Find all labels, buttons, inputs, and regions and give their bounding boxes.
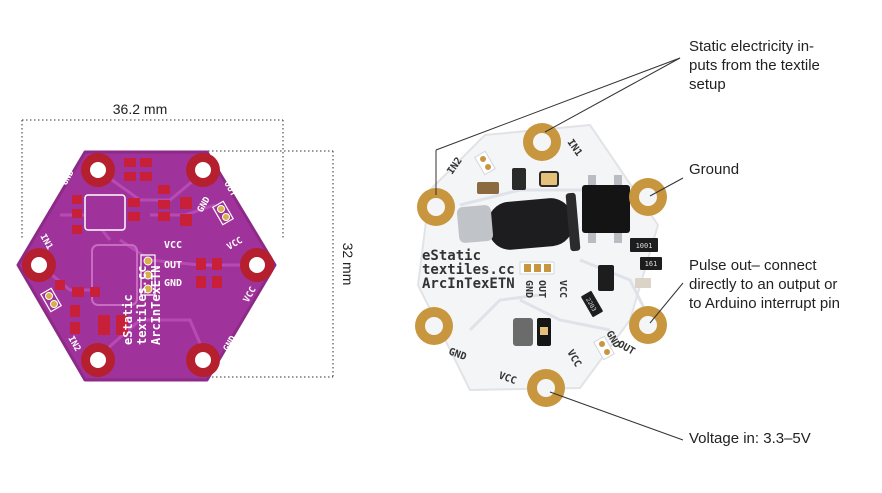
right-large-pads — [415, 123, 667, 407]
right-resistor-1001 — [630, 238, 658, 252]
dimension-height: 32 mm — [200, 150, 356, 378]
right-silk-line-2: textiles.cc — [422, 262, 515, 278]
left-chip-outline — [84, 194, 126, 231]
width-label: 36.2 mm — [113, 101, 167, 117]
callout-static-line-3: setup — [689, 76, 726, 93]
pin-label-out: OUT — [164, 260, 182, 271]
right-silk-line-1: eStatic — [422, 248, 481, 264]
leader-voltage-in — [549, 391, 684, 441]
dimension-width: 36.2 mm — [21, 101, 284, 240]
right-capacitor-1 — [477, 182, 499, 194]
right-pin-out: OUT — [536, 280, 547, 298]
callout-pulse-line-3: to Arduino interrupt pin — [689, 295, 840, 312]
left-small-jumpers — [39, 200, 235, 313]
pin-label-gnd: GND — [164, 278, 182, 289]
right-resistor-2203 — [581, 290, 603, 318]
left-pcb-body — [16, 150, 277, 382]
right-transistor — [598, 265, 614, 291]
right-label-out: OUT — [616, 339, 637, 358]
height-label: 32 mm — [340, 243, 356, 286]
right-ic — [582, 185, 630, 233]
left-board: 36.2 mm 32 mm — [16, 101, 356, 382]
callout-voltage-line-1: Voltage in: 3.3–5V — [689, 430, 811, 447]
right-silk-line-3: ArcInTexETN — [422, 276, 515, 292]
left-silk-line-1: eStatic — [121, 294, 135, 345]
callout-ground: Ground — [689, 160, 739, 179]
left-silk-line-3: ArcInTexETN — [149, 266, 163, 345]
callout-pulse-out: Pulse out– connect directly to an output… — [689, 256, 840, 313]
left-silk-line-2: textiles.cc — [135, 266, 149, 345]
right-pin-vcc: VCC — [557, 280, 568, 298]
leader-ground — [649, 177, 684, 197]
callout-static-inputs: Static electricity in- puts from the tex… — [689, 37, 820, 94]
right-resistor-161 — [640, 257, 662, 270]
right-code-1001: 1001 — [636, 242, 653, 250]
right-diode — [512, 168, 526, 190]
callout-pulse-line-2: directly to an output or — [689, 276, 838, 293]
callout-pulse-line-1: Pulse out– connect — [689, 257, 817, 274]
leader-static-in1 — [544, 57, 681, 133]
right-header: GND OUT VCC — [519, 261, 568, 298]
right-sensor — [456, 192, 581, 252]
right-capacitor-2 — [513, 318, 533, 346]
left-header: VCC OUT GND — [140, 240, 182, 296]
right-pin-gnd: GND — [523, 280, 534, 298]
callout-voltage-in: Voltage in: 3.3–5V — [689, 429, 811, 448]
right-board: 1001 161 2203 GND OUT VCC — [415, 123, 667, 407]
right-code-161: 161 — [645, 260, 658, 268]
leader-pulse-out — [649, 282, 684, 324]
left-large-pads — [22, 153, 274, 377]
callout-static-line-2: puts from the textile — [689, 57, 820, 74]
callout-ground-line-1: Ground — [689, 161, 740, 178]
leader-static-in2 — [435, 57, 681, 151]
pin-label-vcc: VCC — [164, 240, 182, 251]
leader-lines — [435, 57, 684, 441]
left-silkscreen-text: eStatic textiles.cc ArcInTexETN — [121, 266, 163, 345]
left-ic-outline — [91, 244, 138, 306]
right-silkscreen-text: eStatic textiles.cc ArcInTexETN — [422, 248, 515, 292]
callout-static-line-1: Static electricity in- — [689, 38, 815, 55]
right-small-jumpers — [474, 150, 615, 361]
